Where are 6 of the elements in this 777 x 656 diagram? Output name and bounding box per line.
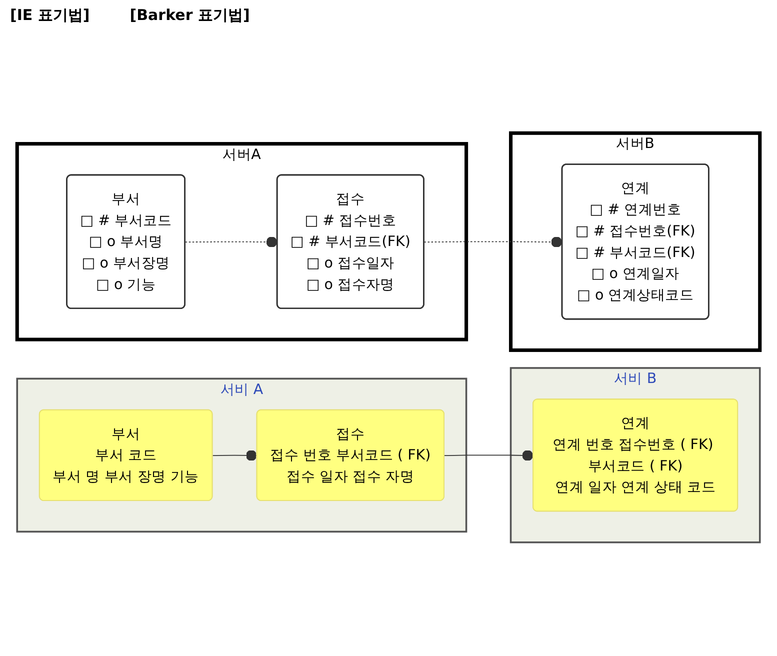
connector bbox=[184, 236, 278, 248]
connector bbox=[212, 450, 258, 461]
section-heading: [Barker 표기법] bbox=[130, 6, 250, 25]
section-heading: [IE 표기법] bbox=[10, 6, 90, 25]
connector bbox=[424, 236, 563, 248]
connector bbox=[444, 450, 534, 461]
